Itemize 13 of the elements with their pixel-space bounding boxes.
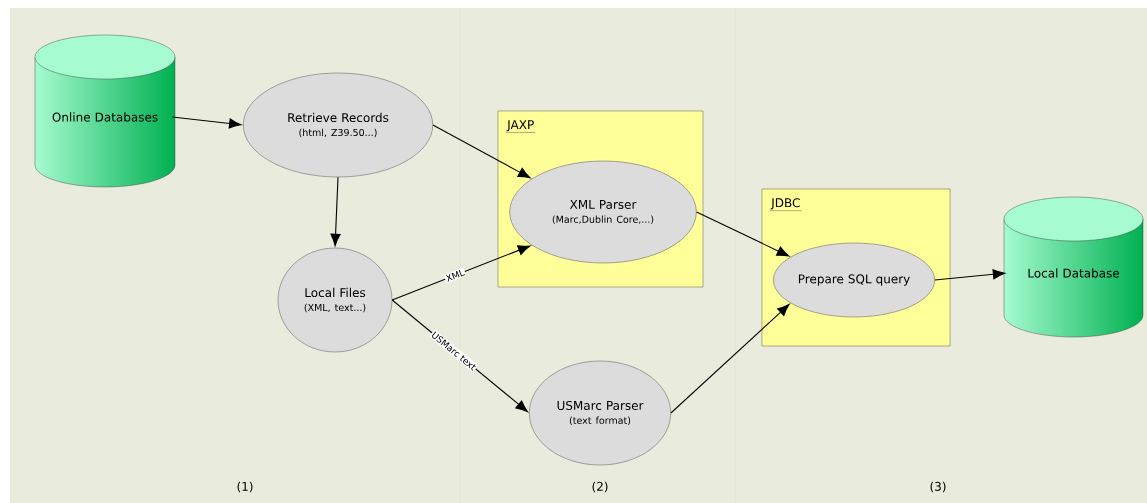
section-number: (1) [237, 481, 253, 493]
arrow [432, 124, 531, 179]
database-cylinder: Online Databases [34, 34, 176, 188]
arrow [696, 211, 790, 257]
arrow [330, 176, 341, 247]
arrow [934, 269, 1006, 281]
database-cylinder: Local Database [1003, 196, 1144, 338]
arrow [670, 304, 790, 414]
arrow [171, 116, 242, 129]
section-number: (3) [930, 481, 946, 493]
arrow [391, 245, 531, 301]
section-number: (2) [592, 481, 608, 493]
edge-label: XML [445, 270, 465, 282]
